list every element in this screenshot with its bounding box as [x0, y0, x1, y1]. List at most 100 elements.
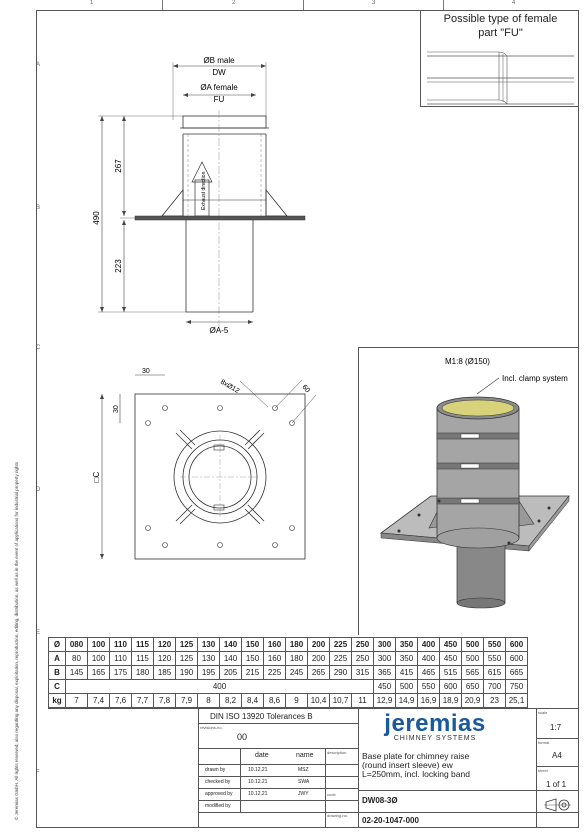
dims-cell: 465: [417, 665, 440, 680]
dims-cell: 500: [395, 679, 418, 694]
dims-cell: 250: [351, 637, 374, 652]
dims-cell: 400: [417, 637, 440, 652]
scale-value: 1:7: [550, 723, 562, 732]
dims-cell: 8,4: [241, 693, 264, 708]
format-label: format: [538, 740, 550, 745]
dims-cell: 350: [395, 651, 418, 666]
dims-cell: 225: [329, 651, 352, 666]
approved-date: 10.12.21: [248, 791, 268, 797]
grid-divider: [443, 0, 444, 10]
code-value: DW08-3Ø: [362, 796, 398, 805]
dim-30-horizontal: 30: [142, 368, 150, 375]
side-view-drawing: ØB male DW ØA female FU Exhaust directio…: [92, 56, 306, 335]
dims-cell: 130: [197, 637, 220, 652]
dims-cell: 25,1: [505, 693, 528, 708]
sheet-label: sheet: [538, 768, 548, 773]
dims-cell: 100: [87, 637, 110, 652]
revision-number: 00: [237, 732, 248, 742]
dims-row-label: B: [48, 665, 66, 680]
dims-cell: 650: [461, 679, 484, 694]
grid-row-d: D: [36, 487, 41, 493]
dims-cell: 600: [439, 679, 462, 694]
dims-cell: 450: [439, 637, 462, 652]
dims-cell: 180: [131, 665, 154, 680]
format-value: A4: [552, 751, 562, 760]
dims-cell: 180: [285, 637, 308, 652]
dims-cell: 100: [87, 651, 110, 666]
dims-cell: 565: [461, 665, 484, 680]
dims-cell: 225: [263, 665, 286, 680]
drawn-name: MSZ: [298, 767, 309, 773]
modified-by-label: modified by: [205, 803, 231, 809]
dims-cell: 115: [131, 651, 154, 666]
dims-cell-merged: 400: [65, 679, 374, 694]
dim-60: 60: [300, 384, 310, 395]
dims-cell: 7,7: [131, 693, 154, 708]
clamp-label: Incl. clamp system: [502, 374, 568, 383]
fu-detail-drawing: [427, 51, 574, 105]
dims-cell: 200: [307, 637, 330, 652]
dims-row-label: C: [48, 679, 66, 694]
name-header: name: [296, 752, 314, 759]
copyright-note: © Jeremias GmbH. All rights reserved, al…: [14, 462, 19, 820]
dims-cell: 250: [351, 651, 374, 666]
dims-cell: 415: [395, 665, 418, 680]
dims-cell: 9: [285, 693, 308, 708]
fu-title: Possible type of female part "FU": [443, 13, 558, 39]
dims-cell: 140: [219, 651, 242, 666]
dims-cell: 315: [351, 665, 374, 680]
dims-cell: 550: [417, 679, 440, 694]
iso-scale-label: M1:8 (Ø150): [445, 357, 490, 366]
code-label: code: [327, 792, 336, 797]
sheet-value: 1 of 1: [546, 780, 567, 789]
dims-cell: 8: [197, 693, 220, 708]
isometric-view-box: M1:8 (Ø150) Incl. clamp system: [358, 347, 579, 635]
dim-c: □C: [92, 471, 101, 482]
dims-cell: 115: [131, 637, 154, 652]
dims-cell: 350: [395, 637, 418, 652]
dims-cell: 120: [153, 651, 176, 666]
date-header: date: [255, 752, 269, 759]
approved-by-label: approved by: [205, 791, 233, 797]
tolerances: DIN ISO 13920 Tolerances B: [210, 712, 313, 721]
dim-223: 223: [114, 259, 123, 273]
grid-divider: [162, 0, 163, 10]
dims-cell: 265: [307, 665, 330, 680]
dims-cell: 300: [373, 651, 396, 666]
dims-cell: 8,6: [263, 693, 286, 708]
projection-symbol-icon: [544, 798, 571, 812]
dims-cell: 150: [241, 651, 264, 666]
drawn-date: 10.12.21: [248, 767, 268, 773]
grid-col-4: 4: [512, 0, 516, 6]
isometric-drawing: M1:8 (Ø150) Incl. clamp system: [379, 357, 570, 609]
approved-name: JWY: [298, 791, 309, 797]
grid-row-a: A: [36, 62, 41, 68]
dims-cell: 175: [109, 665, 132, 680]
dims-cell: 150: [241, 637, 264, 652]
dims-cell: 165: [87, 665, 110, 680]
dims-cell: 110: [109, 637, 132, 652]
drawing-frame: [36, 10, 579, 828]
dims-cell: 600: [505, 637, 528, 652]
dims-cell: 400: [417, 651, 440, 666]
dims-cell: 10,7: [329, 693, 352, 708]
dims-cell: 550: [483, 651, 506, 666]
dw-label: DW: [212, 68, 226, 77]
dims-cell: 665: [505, 665, 528, 680]
dims-cell: 14,9: [395, 693, 418, 708]
dims-cell: 365: [373, 665, 396, 680]
dims-cell: 125: [175, 651, 198, 666]
dims-cell: 225: [329, 637, 352, 652]
description-label: description: [327, 750, 347, 755]
dims-cell: 750: [505, 679, 528, 694]
dims-row-label: kg: [48, 693, 66, 708]
dims-cell: 11: [351, 693, 374, 708]
dims-cell: 185: [153, 665, 176, 680]
dims-cell: 180: [285, 651, 308, 666]
